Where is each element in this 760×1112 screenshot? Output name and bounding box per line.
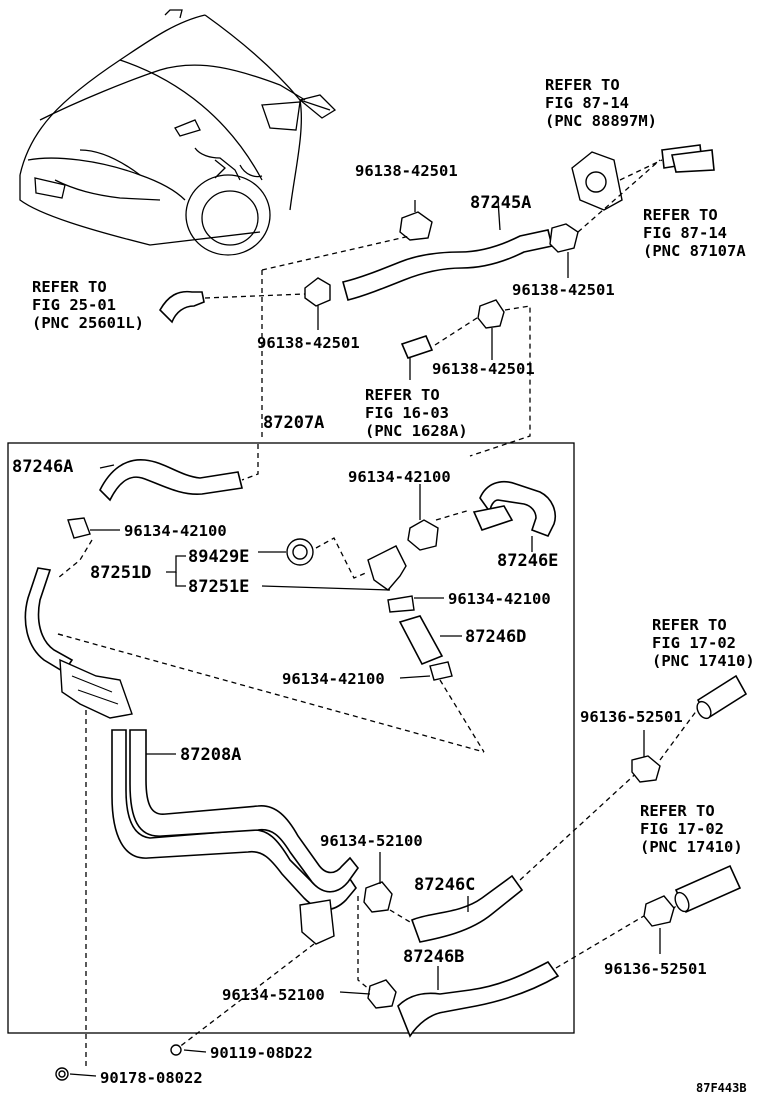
svg-text:REFER TO: REFER TO xyxy=(365,386,440,404)
nut-90178-inner xyxy=(58,1070,66,1078)
label-96136-52501-a: 96136-52501 xyxy=(580,708,683,726)
box-parts xyxy=(24,444,560,1038)
svg-text:(PNC 17410): (PNC 17410) xyxy=(652,652,755,670)
ref-fig-87-14-a: REFER TO FIG 87-14 (PNC 88897M) xyxy=(545,76,657,130)
label-87251E: 87251E xyxy=(188,577,249,597)
bolt-90119 xyxy=(170,1044,182,1056)
svg-text:(PNC 1628A): (PNC 1628A) xyxy=(365,422,468,440)
label-96134-42100-c: 96134-42100 xyxy=(448,590,551,608)
upper-hose-group xyxy=(159,144,715,359)
label-96134-52100-b: 96134-52100 xyxy=(222,986,325,1004)
ref-fig-16-03: REFER TO FIG 16-03 (PNC 1628A) xyxy=(365,386,468,440)
svg-text:(PNC 88897M): (PNC 88897M) xyxy=(545,112,657,130)
label-87245A: 87245A xyxy=(470,193,531,213)
label-89429E: 89429E xyxy=(188,547,249,567)
svg-text:REFER TO: REFER TO xyxy=(32,278,107,296)
label-96138-42501-left: 96138-42501 xyxy=(257,334,360,352)
svg-text:FIG 87-14: FIG 87-14 xyxy=(643,224,727,242)
svg-text:FIG 17-02: FIG 17-02 xyxy=(640,820,724,838)
label-96134-52100-a: 96134-52100 xyxy=(320,832,423,850)
label-96134-42100-d: 96134-42100 xyxy=(282,670,385,688)
label-87208A: 87208A xyxy=(180,745,241,765)
label-87246D: 87246D xyxy=(465,627,526,647)
svg-text:(PNC 25601L): (PNC 25601L) xyxy=(32,314,144,332)
label-87246B: 87246B xyxy=(403,947,464,967)
label-87246C: 87246C xyxy=(414,875,475,895)
label-96134-42100-a: 96134-42100 xyxy=(124,522,227,540)
assembly-87207A-box xyxy=(7,442,575,1034)
label-96136-52501-b: 96136-52501 xyxy=(604,960,707,978)
label-87207A: 87207A xyxy=(263,413,324,433)
ref-fig-17-02-a: REFER TO FIG 17-02 (PNC 17410) xyxy=(652,616,755,670)
label-90119-08D22: 90119-08D22 xyxy=(210,1044,313,1062)
ref-fig-87-14-b: REFER TO FIG 87-14 (PNC 87107A xyxy=(643,206,746,260)
label-96138-42501-mid: 96138-42501 xyxy=(432,360,535,378)
ref-fig-25-01: REFER TO FIG 25-01 (PNC 25601L) xyxy=(32,278,144,332)
label-pointers xyxy=(69,464,661,1077)
label-87246A: 87246A xyxy=(12,457,73,477)
label-90178-08022: 90178-08022 xyxy=(100,1069,203,1087)
figure-code: 87F443B xyxy=(696,1081,747,1095)
label-96134-42100-b: 96134-42100 xyxy=(348,468,451,486)
ref-fig-17-02-b: REFER TO FIG 17-02 (PNC 17410) xyxy=(640,802,743,856)
svg-text:REFER TO: REFER TO xyxy=(643,206,718,224)
right-hoses xyxy=(631,674,748,927)
svg-text:(PNC 87107A: (PNC 87107A xyxy=(643,242,746,260)
svg-text:REFER TO: REFER TO xyxy=(640,802,715,820)
svg-text:REFER TO: REFER TO xyxy=(652,616,727,634)
svg-text:FIG 87-14: FIG 87-14 xyxy=(545,94,629,112)
svg-text:FIG 25-01: FIG 25-01 xyxy=(32,296,116,314)
label-96138-42501-top: 96138-42501 xyxy=(355,162,458,180)
car-illustration xyxy=(19,9,337,256)
svg-text:FIG 16-03: FIG 16-03 xyxy=(365,404,449,422)
label-96138-42501-right: 96138-42501 xyxy=(512,281,615,299)
svg-text:FIG 17-02: FIG 17-02 xyxy=(652,634,736,652)
svg-text:REFER TO: REFER TO xyxy=(545,76,620,94)
label-87251D: 87251D xyxy=(90,563,151,583)
svg-text:(PNC 17410): (PNC 17410) xyxy=(640,838,743,856)
upper-leader-lines xyxy=(204,159,663,457)
label-87246E: 87246E xyxy=(497,551,558,571)
